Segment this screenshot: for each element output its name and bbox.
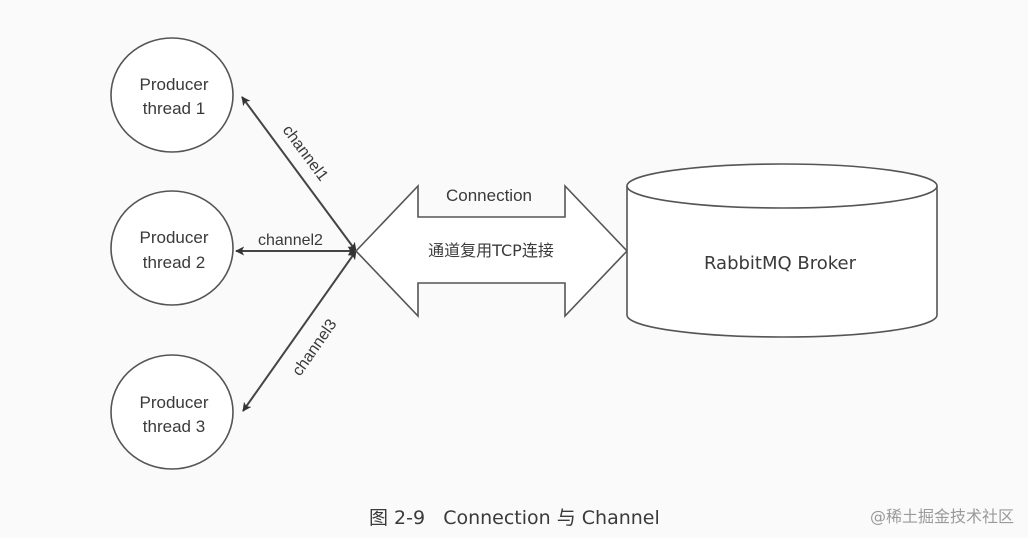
producer-label-line1: Producer [140,228,209,247]
channel-2-edge: channel2 [235,232,357,256]
producer-label-line2: thread 2 [143,253,205,272]
connection-label: Connection [446,186,532,205]
producer-thread-3-node: Producer thread 3 [110,354,234,470]
producer-circle [110,354,234,470]
producer-thread-2-node: Producer thread 2 [110,190,234,306]
channel-3-double-arrow [242,250,357,412]
channel-1-label: channel1 [279,122,331,184]
producer-label-line1: Producer [140,75,209,94]
broker-cylinder-body [626,186,938,338]
producer-circle [110,190,234,306]
rabbitmq-broker-node: RabbitMQ Broker [626,163,938,338]
producer-label-line2: thread 1 [143,99,205,118]
watermark: @稀土掘金技术社区 [870,507,1014,526]
broker-cylinder-top [626,163,938,209]
channel-2-label: channel2 [258,232,323,249]
channel-3-edge: channel3 [242,250,357,412]
channel-3-label: channel3 [289,316,340,379]
producer-label-line2: thread 3 [143,417,205,436]
channel-1-edge: channel1 [241,96,357,252]
connection-sublabel: 通道复用TCP连接 [428,241,554,260]
producer-label-line1: Producer [140,393,209,412]
connection-block-arrow: Connection 通道复用TCP连接 [354,184,629,318]
broker-label: RabbitMQ Broker [704,253,857,274]
channel-1-double-arrow [241,96,357,252]
producer-circle [110,37,234,153]
figure-caption: 图 2-9 Connection 与 Channel [369,507,660,529]
producer-thread-1-node: Producer thread 1 [110,37,234,153]
